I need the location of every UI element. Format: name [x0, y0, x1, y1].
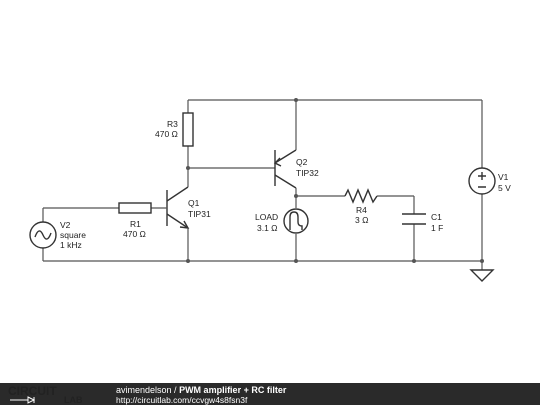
resistor-r1[interactable]	[43, 202, 167, 214]
r3-value-label: 470 Ω	[155, 129, 178, 139]
circuitlab-logo: CIRCUIT LAB	[8, 384, 83, 404]
q1-value-label: TIP31	[188, 209, 211, 219]
q1-ref-label: Q1	[188, 198, 200, 208]
voltage-source-v2[interactable]	[29, 208, 57, 261]
footer-url[interactable]: http://circuitlab.com/ccvgw4s8fsn3f	[116, 395, 248, 405]
ground-icon	[469, 261, 495, 282]
junction-dot	[186, 166, 190, 170]
q2-value-label: TIP32	[296, 168, 319, 178]
r1-ref-label: R1	[130, 219, 141, 229]
c1-value-label: 1 F	[431, 223, 443, 233]
c1-ref-label: C1	[431, 212, 442, 222]
footer-author[interactable]: avimendelson	[116, 385, 172, 395]
footer-separator: /	[171, 385, 180, 395]
v1-ref-label: V1	[498, 172, 509, 182]
resistor-r3[interactable]	[182, 100, 194, 168]
junction-dot	[186, 259, 190, 263]
load-value-label: 3.1 Ω	[257, 223, 278, 233]
footer-title: PWM amplifier + RC filter	[179, 385, 287, 395]
footer-bar: CIRCUIT LAB avimendelson / PWM amplifier…	[0, 383, 540, 405]
v2-value-label: square	[60, 230, 86, 240]
r4-ref-label: R4	[356, 205, 367, 215]
load-ref-label: LOAD	[255, 212, 278, 222]
q2-ref-label: Q2	[296, 157, 308, 167]
junction-dot	[294, 98, 298, 102]
lamp-load[interactable]	[283, 200, 309, 261]
voltage-source-v1[interactable]	[468, 100, 496, 261]
transistor-q2[interactable]	[273, 100, 297, 200]
transistor-q1[interactable]	[166, 168, 190, 261]
logo-bottom-text: LAB	[64, 395, 83, 404]
r1-value-label: 470 Ω	[123, 229, 146, 239]
junction-dot	[294, 259, 298, 263]
v1-value-label: 5 V	[498, 183, 511, 193]
logo-top-text: CIRCUIT	[8, 384, 57, 398]
r4-value-label: 3 Ω	[355, 215, 368, 225]
v2-ref-label: V2	[60, 220, 71, 230]
junction-dot	[412, 259, 416, 263]
r3-ref-label: R3	[167, 119, 178, 129]
footer-title-line: avimendelson / PWM amplifier + RC filter	[116, 385, 286, 395]
v2-freq-label: 1 kHz	[60, 240, 82, 250]
capacitor-c1[interactable]	[402, 196, 426, 261]
resistor-r4[interactable]	[296, 188, 414, 204]
